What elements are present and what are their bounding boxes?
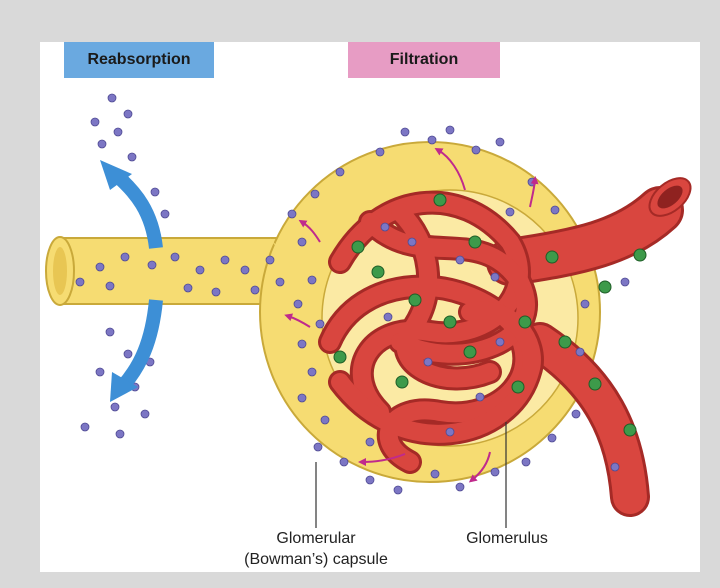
reabsorption-arrows [100,160,163,402]
filtration-label: Filtration [389,51,459,68]
nephron-filtration-diagram [45,42,692,528]
renal-tubule [45,236,291,306]
small-solutes [75,93,630,495]
arterioles [486,177,692,517]
filtration-arrows [284,147,539,483]
capsule-label-line1: Glomerular [276,530,356,547]
reabsorption-label: Reabsorption [87,51,191,68]
glomerulus-label: Glomerulus [466,530,548,547]
reabsorption-tag-bg [64,42,214,78]
capsule-callout: Glomerular (Bowman’s) capsule [216,528,416,570]
figure-panel: Reabsorption Filtration Glomerular (Bowm… [40,42,700,572]
large-solutes [333,193,647,437]
capsule-label-line2: (Bowman’s) capsule [244,551,388,568]
filtration-tag-bg [348,42,500,78]
glomerulus-tuft [318,190,544,474]
